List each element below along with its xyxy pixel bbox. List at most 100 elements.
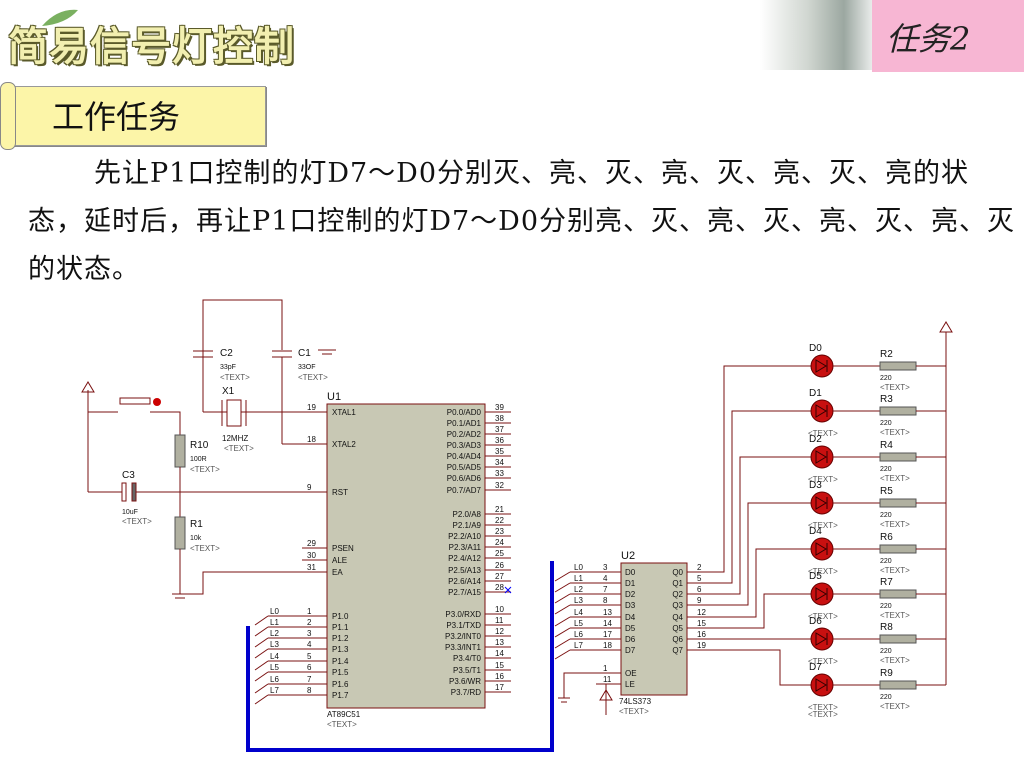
mcu-pin-name: P1.6	[332, 680, 349, 689]
mcu-pin-number: 32	[495, 481, 504, 490]
mcu-pin-number: 6	[307, 663, 312, 672]
latch-body	[620, 562, 688, 696]
bus-entry	[254, 637, 269, 648]
bus-entry	[254, 648, 269, 659]
bus-label: L1	[574, 574, 583, 583]
x1-ref: X1	[222, 386, 235, 397]
mcu-pin-number: 22	[495, 516, 504, 525]
mcu-pin-name: P1.7	[332, 691, 349, 700]
header-decoration	[760, 0, 880, 70]
latch-pin-number: 16	[697, 630, 706, 639]
mcu-pin-number: 26	[495, 561, 504, 570]
led-text-placeholder: <TEXT>	[808, 475, 838, 484]
resistor-value: 220	[880, 603, 892, 610]
resistor-ref: R7	[880, 577, 893, 588]
led-wire	[711, 649, 811, 686]
bus-label: L3	[574, 596, 583, 605]
mcu-pin-number: 28	[495, 583, 504, 592]
mcu-pin-number: 3	[307, 629, 312, 638]
c1-value: 33OF	[298, 364, 316, 371]
mcu-pin-name: P2.3/A11	[449, 543, 482, 552]
led-text-placeholder: <TEXT>	[808, 567, 838, 576]
bus-entry	[254, 615, 269, 626]
diode-icon	[815, 632, 828, 646]
reset-button-dot	[153, 398, 161, 406]
ea-wire	[180, 571, 302, 595]
bus-label: L1	[270, 618, 279, 627]
x1-text-placeholder: <TEXT>	[224, 444, 254, 453]
latch-pin-name: D5	[625, 624, 636, 633]
mcu-pin-name: P0.1/AD1	[447, 419, 482, 428]
bus-label: L5	[574, 619, 583, 628]
c3-text-placeholder: <TEXT>	[122, 517, 152, 526]
capacitor-icon	[121, 482, 127, 502]
latch-pin-number: 5	[697, 574, 702, 583]
bus-entry	[554, 616, 571, 627]
bus-entry	[254, 694, 269, 705]
led-icon	[810, 582, 834, 606]
resistor-value: 220	[880, 375, 892, 382]
latch-pin-number: 3	[603, 563, 608, 572]
mcu-pin-name: P3.0/RXD	[445, 610, 481, 619]
latch-pin-number: 15	[697, 619, 706, 628]
led-text-placeholder: <TEXT>	[808, 710, 838, 719]
section-scroll: 工作任务	[0, 82, 268, 150]
latch-pin-name: Q4	[672, 613, 683, 622]
bus-label: L0	[574, 563, 583, 572]
resistor-text-placeholder: <TEXT>	[880, 520, 910, 529]
latch-pin-number: 2	[697, 563, 702, 572]
resistor-icon	[879, 680, 917, 690]
mcu-pin-name: P1.0	[332, 612, 349, 621]
c1-text-placeholder: <TEXT>	[298, 373, 328, 382]
led-label: D1	[809, 388, 822, 399]
led-wire	[711, 456, 811, 595]
bus-entry	[254, 626, 269, 637]
latch-text-placeholder: <TEXT>	[619, 707, 649, 716]
latch-pin-name: D3	[625, 601, 636, 610]
resistor-icon	[879, 452, 917, 462]
mcu-pin-number: 2	[307, 618, 312, 627]
mcu-pin-number: 14	[495, 649, 504, 658]
mcu-pin-number: 13	[495, 638, 504, 647]
diode-icon	[815, 542, 828, 556]
led-label: D7	[809, 662, 822, 673]
r1-text-placeholder: <TEXT>	[190, 544, 220, 553]
mcu-pin-number: 31	[307, 563, 316, 572]
led-icon	[810, 399, 834, 423]
mcu-pin-name: P2.4/A12	[448, 554, 481, 563]
latch-pin-name: OE	[625, 669, 637, 678]
mcu-pin-name: P2.1/A9	[453, 521, 482, 530]
mcu-pin-number: 5	[307, 652, 312, 661]
latch-pin-number: 8	[603, 596, 608, 605]
mcu-pin-name: P2.5/A13	[448, 566, 481, 575]
mcu-pin-number: 10	[495, 605, 504, 614]
latch-pin-name: LE	[625, 680, 635, 689]
resistor-text-placeholder: <TEXT>	[880, 474, 910, 483]
mcu-pin-name: P0.7/AD7	[447, 486, 482, 495]
mcu-part: AT89C51	[327, 710, 361, 719]
resistor-icon	[174, 434, 186, 468]
crystal-icon	[226, 399, 242, 427]
mcu-pin-number: 34	[495, 458, 504, 467]
bus-label: L6	[270, 675, 279, 684]
resistor-text-placeholder: <TEXT>	[880, 428, 910, 437]
mcu-pin-number: 24	[495, 538, 504, 547]
led-text-placeholder: <TEXT>	[808, 521, 838, 530]
resistor-ref: R4	[880, 440, 893, 451]
le-wire	[596, 683, 607, 715]
resistor-icon	[174, 516, 186, 550]
latch-pin-name: D0	[625, 568, 636, 577]
led-icon	[810, 491, 834, 515]
led-icon	[810, 627, 834, 651]
mcu-pin-name: PSEN	[332, 544, 354, 553]
mcu-pin-number: 7	[307, 675, 312, 684]
oe-wire	[563, 672, 596, 698]
led-text-placeholder: <TEXT>	[808, 612, 838, 621]
leaf-icon	[42, 9, 78, 26]
mcu-pin-number: 16	[495, 672, 504, 681]
led-text-placeholder: <TEXT>	[808, 429, 838, 438]
bus-entry	[554, 604, 571, 615]
mcu-pin-name: P0.5/AD5	[447, 463, 482, 472]
c1-ref: C1	[298, 348, 311, 359]
mcu-pin-number: 23	[495, 527, 504, 536]
